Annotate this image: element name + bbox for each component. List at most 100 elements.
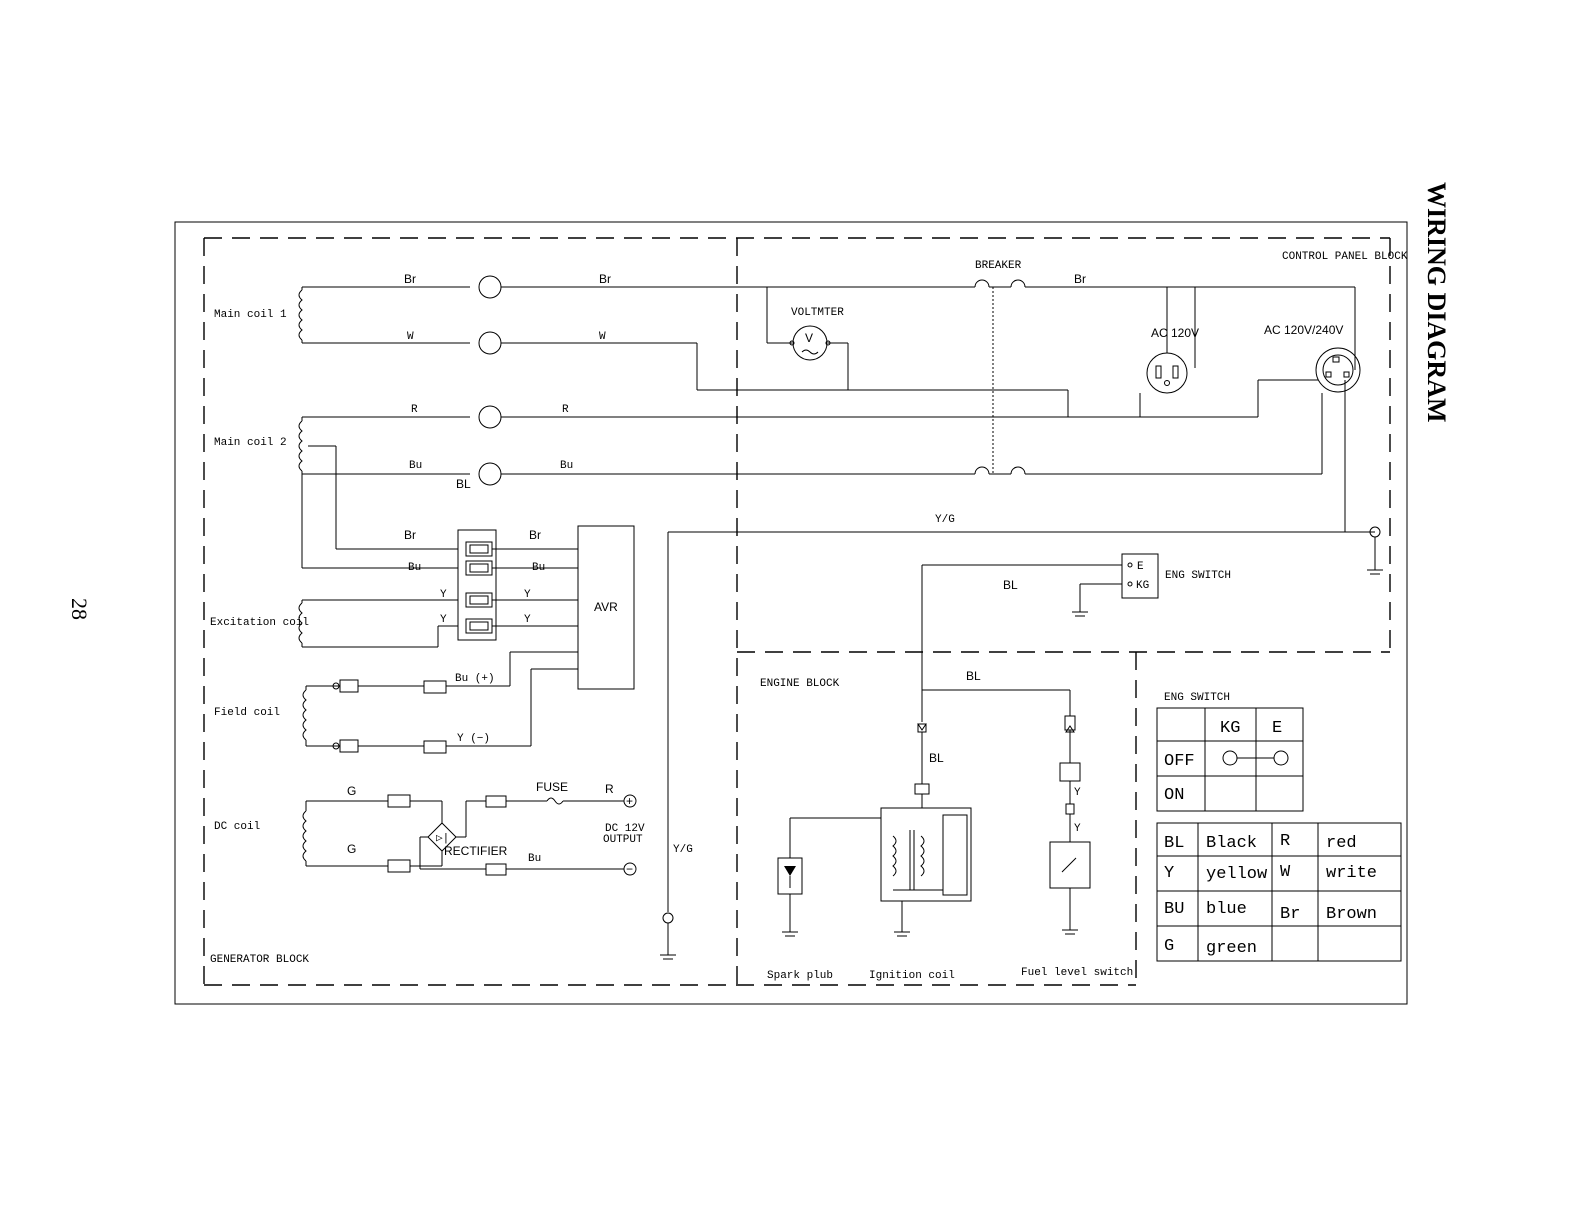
avr-label-y-3: Y: [440, 614, 447, 626]
fuel-level-switch-symbol: [1049, 715, 1091, 935]
rectifier-label: RECTIFIER: [444, 844, 508, 858]
avr-label-bu-left: Bu: [408, 562, 421, 574]
page-number: 28: [67, 598, 92, 620]
wire-bu-main: [501, 393, 1323, 475]
eng-switch-kg: KG: [1136, 580, 1149, 592]
ac-120-240-label: AC 120V/240V: [1264, 323, 1343, 337]
legend-color: write: [1326, 864, 1377, 883]
eng-switch-symbol: [921, 553, 1159, 690]
wire-r-main: [501, 379, 1318, 418]
switch-header-kg: KG: [1220, 719, 1240, 738]
label-bu-2: Bu: [560, 460, 573, 472]
ac-120-outlet-icon: [1146, 352, 1188, 394]
label-bl-3: BL: [966, 669, 981, 683]
label-bu-plus: Bu (+): [455, 673, 495, 685]
avr-label-y-1: Y: [440, 589, 447, 601]
svg-text:V: V: [805, 331, 813, 345]
dc-output-label-1: DC 12V: [605, 823, 645, 835]
legend-code: Br: [1280, 905, 1300, 924]
legend-color: Brown: [1326, 905, 1377, 924]
dc-coil-winding: [302, 800, 388, 867]
legend-color: blue: [1206, 900, 1247, 919]
label-yg-1: Y/G: [935, 514, 955, 526]
avr-label-br-left: Br: [404, 528, 416, 542]
legend-color: red: [1326, 834, 1357, 853]
switch-row-on: ON: [1164, 786, 1184, 805]
label-w-2: W: [599, 331, 606, 343]
dc-label-g-1: G: [347, 784, 356, 798]
avr-label-br-right: Br: [529, 528, 541, 542]
dc-plus-sign: +: [626, 794, 633, 808]
legend-code: G: [1164, 937, 1174, 956]
legend-color: Black: [1206, 834, 1257, 853]
label-r-2: R: [562, 404, 569, 416]
label-bl-1: BL: [456, 477, 471, 491]
wire-br-main: [501, 279, 1356, 370]
fuel-switch-label: Fuel level switch: [1021, 967, 1133, 979]
main-terminals: [478, 275, 502, 486]
switch-row-off: OFF: [1164, 752, 1195, 771]
avr-box: [577, 525, 635, 690]
color-legend-rows: BL Black R red Y yellow W write BU blue …: [1164, 832, 1377, 958]
legend-color: green: [1206, 939, 1257, 958]
avr-connector-block: [457, 529, 578, 641]
field-coil-connectors: [332, 651, 578, 754]
dc-circuit: ▷|: [387, 794, 637, 876]
switch-table-title: ENG SWITCH: [1164, 692, 1230, 704]
main-coil-2-winding: [298, 416, 470, 569]
voltmeter-symbol: V: [789, 325, 831, 361]
color-legend-table: [1156, 822, 1402, 962]
dc-minus-sign: −: [626, 862, 633, 876]
switch-header-e: E: [1272, 719, 1282, 738]
label-r-1: R: [411, 404, 418, 416]
spark-plug-label: Spark plub: [767, 970, 833, 982]
legend-color: yellow: [1206, 865, 1268, 884]
fuel-label-y-2: Y: [1074, 823, 1081, 835]
main-coil-1-label: Main coil 1: [214, 309, 287, 321]
legend-code: BL: [1164, 834, 1184, 853]
ac-120-240-outlet-icon: [1315, 347, 1361, 393]
label-br-2: Br: [599, 272, 611, 286]
legend-code: Y: [1164, 864, 1174, 883]
engine-block-label: ENGINE BLOCK: [760, 678, 840, 690]
switch-table: KG E OFF ON: [1156, 707, 1304, 812]
label-yg-2: Y/G: [673, 844, 693, 856]
dc-label-r: R: [605, 782, 614, 796]
breaker-label: BREAKER: [975, 260, 1022, 272]
block-boundaries: [203, 237, 1391, 986]
excitation-coil-label: Excitation coil: [210, 617, 309, 629]
label-br-1: Br: [404, 272, 416, 286]
wire-yg-ground: [660, 380, 1383, 960]
legend-code: R: [1280, 832, 1290, 851]
avr-label-y-2: Y: [524, 589, 531, 601]
ignition-coil-label: Ignition coil: [869, 970, 955, 982]
label-bu-1: Bu: [409, 460, 422, 472]
field-coil-label: Field coil: [214, 707, 280, 719]
control-panel-block-label: CONTROL PANEL BLOCK: [1282, 251, 1408, 263]
fuse-label: FUSE: [536, 780, 568, 794]
page-title: WIRING DIAGRAM: [1422, 182, 1451, 423]
eng-switch-label: ENG SWITCH: [1165, 570, 1231, 582]
label-y-minus: Y (−): [457, 733, 490, 745]
field-coil-winding: [302, 685, 340, 747]
legend-code: BU: [1164, 900, 1184, 919]
ignition-coil-symbol: [789, 794, 972, 937]
label-bl-4: BL: [929, 751, 944, 765]
fuel-label-y-1: Y: [1074, 787, 1081, 799]
avr-label-y-4: Y: [524, 614, 531, 626]
excitation-coil-winding: [298, 599, 458, 648]
engine-wiring: [914, 689, 1071, 795]
dc-label-g-2: G: [347, 842, 356, 856]
dc-output-label-2: OUTPUT: [603, 834, 643, 846]
label-br-3: Br: [1074, 272, 1086, 286]
main-coil-2-label: Main coil 2: [214, 437, 287, 449]
label-w-1: W: [407, 331, 414, 343]
avr-label: AVR: [594, 600, 618, 614]
voltmeter-label: VOLTMTER: [791, 307, 844, 319]
eng-switch-e: E: [1137, 561, 1144, 573]
label-bl-2: BL: [1003, 578, 1018, 592]
legend-code: W: [1280, 863, 1291, 882]
wire-w-main: [501, 342, 1069, 417]
generator-block-label: GENERATOR BLOCK: [210, 954, 309, 966]
